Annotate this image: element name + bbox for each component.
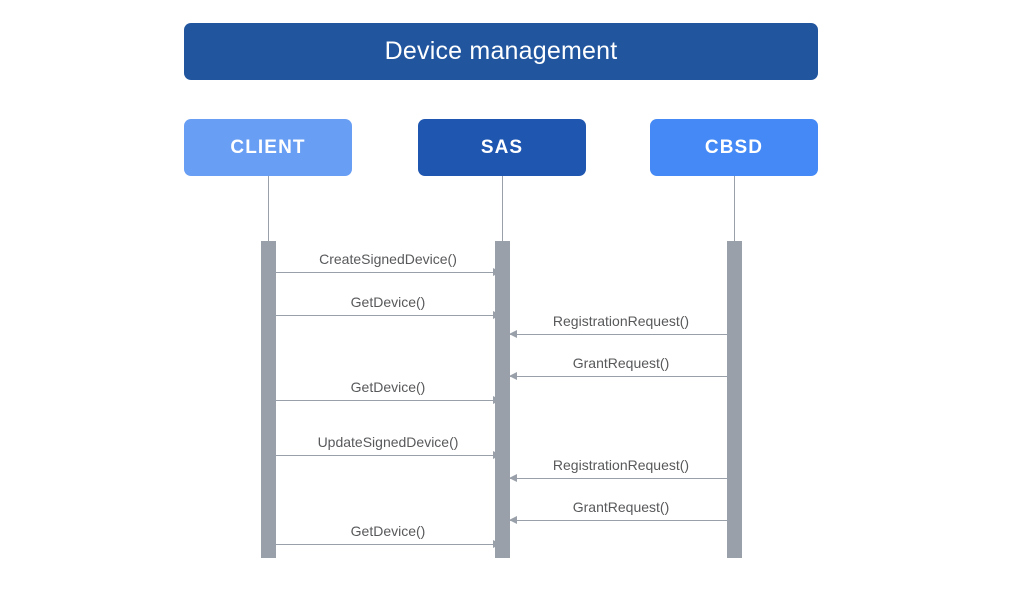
participant-sas[interactable]: SAS xyxy=(418,119,586,176)
message-label: GetDevice() xyxy=(350,379,426,395)
lifeline-client xyxy=(268,176,269,241)
message-line xyxy=(510,478,732,479)
message-label: RegistrationRequest() xyxy=(552,313,690,329)
message-arrow-cbsd-to-sas[interactable]: GrantRequest() xyxy=(509,499,732,524)
arrowhead-left-icon xyxy=(509,372,517,380)
participant-label: SAS xyxy=(480,136,524,158)
message-line xyxy=(276,400,500,401)
message-arrow-client-to-sas[interactable]: GetDevice() xyxy=(276,523,501,548)
activation-bar-client xyxy=(261,241,276,558)
arrowhead-left-icon xyxy=(509,474,517,482)
message-line xyxy=(276,315,500,316)
message-line xyxy=(276,455,500,456)
arrowhead-right-icon xyxy=(493,396,501,404)
message-label: UpdateSignedDevice() xyxy=(317,434,459,450)
participant-label: CBSD xyxy=(704,136,764,158)
arrowhead-right-icon xyxy=(493,311,501,319)
arrowhead-left-icon xyxy=(509,516,517,524)
message-line xyxy=(510,334,732,335)
arrowhead-left-icon xyxy=(509,330,517,338)
lifeline-cbsd xyxy=(734,176,735,241)
message-line xyxy=(276,272,500,273)
message-line xyxy=(510,520,732,521)
participant-cbsd[interactable]: CBSD xyxy=(650,119,818,176)
message-arrow-cbsd-to-sas[interactable]: RegistrationRequest() xyxy=(509,313,732,338)
message-arrow-client-to-sas[interactable]: GetDevice() xyxy=(276,294,501,319)
activation-bar-sas xyxy=(495,241,510,558)
message-label: GetDevice() xyxy=(350,294,426,310)
message-line xyxy=(276,544,500,545)
page-title: Device management xyxy=(384,37,618,65)
message-arrow-client-to-sas[interactable]: GetDevice() xyxy=(276,379,501,404)
message-arrow-client-to-sas[interactable]: CreateSignedDevice() xyxy=(276,251,501,276)
participant-label: CLIENT xyxy=(230,136,306,158)
message-line xyxy=(510,376,732,377)
arrowhead-right-icon xyxy=(493,268,501,276)
message-label: GrantRequest() xyxy=(572,499,670,515)
participant-client[interactable]: CLIENT xyxy=(184,119,352,176)
message-label: GetDevice() xyxy=(350,523,426,539)
message-label: CreateSignedDevice() xyxy=(319,251,457,267)
diagram-title-bar: Device management xyxy=(184,23,818,80)
message-label: GrantRequest() xyxy=(572,355,670,371)
message-arrow-cbsd-to-sas[interactable]: GrantRequest() xyxy=(509,355,732,380)
message-arrow-cbsd-to-sas[interactable]: RegistrationRequest() xyxy=(509,457,732,482)
message-arrow-client-to-sas[interactable]: UpdateSignedDevice() xyxy=(276,434,501,459)
arrowhead-right-icon xyxy=(493,451,501,459)
arrowhead-right-icon xyxy=(493,540,501,548)
lifeline-sas xyxy=(502,176,503,241)
message-label: RegistrationRequest() xyxy=(552,457,690,473)
